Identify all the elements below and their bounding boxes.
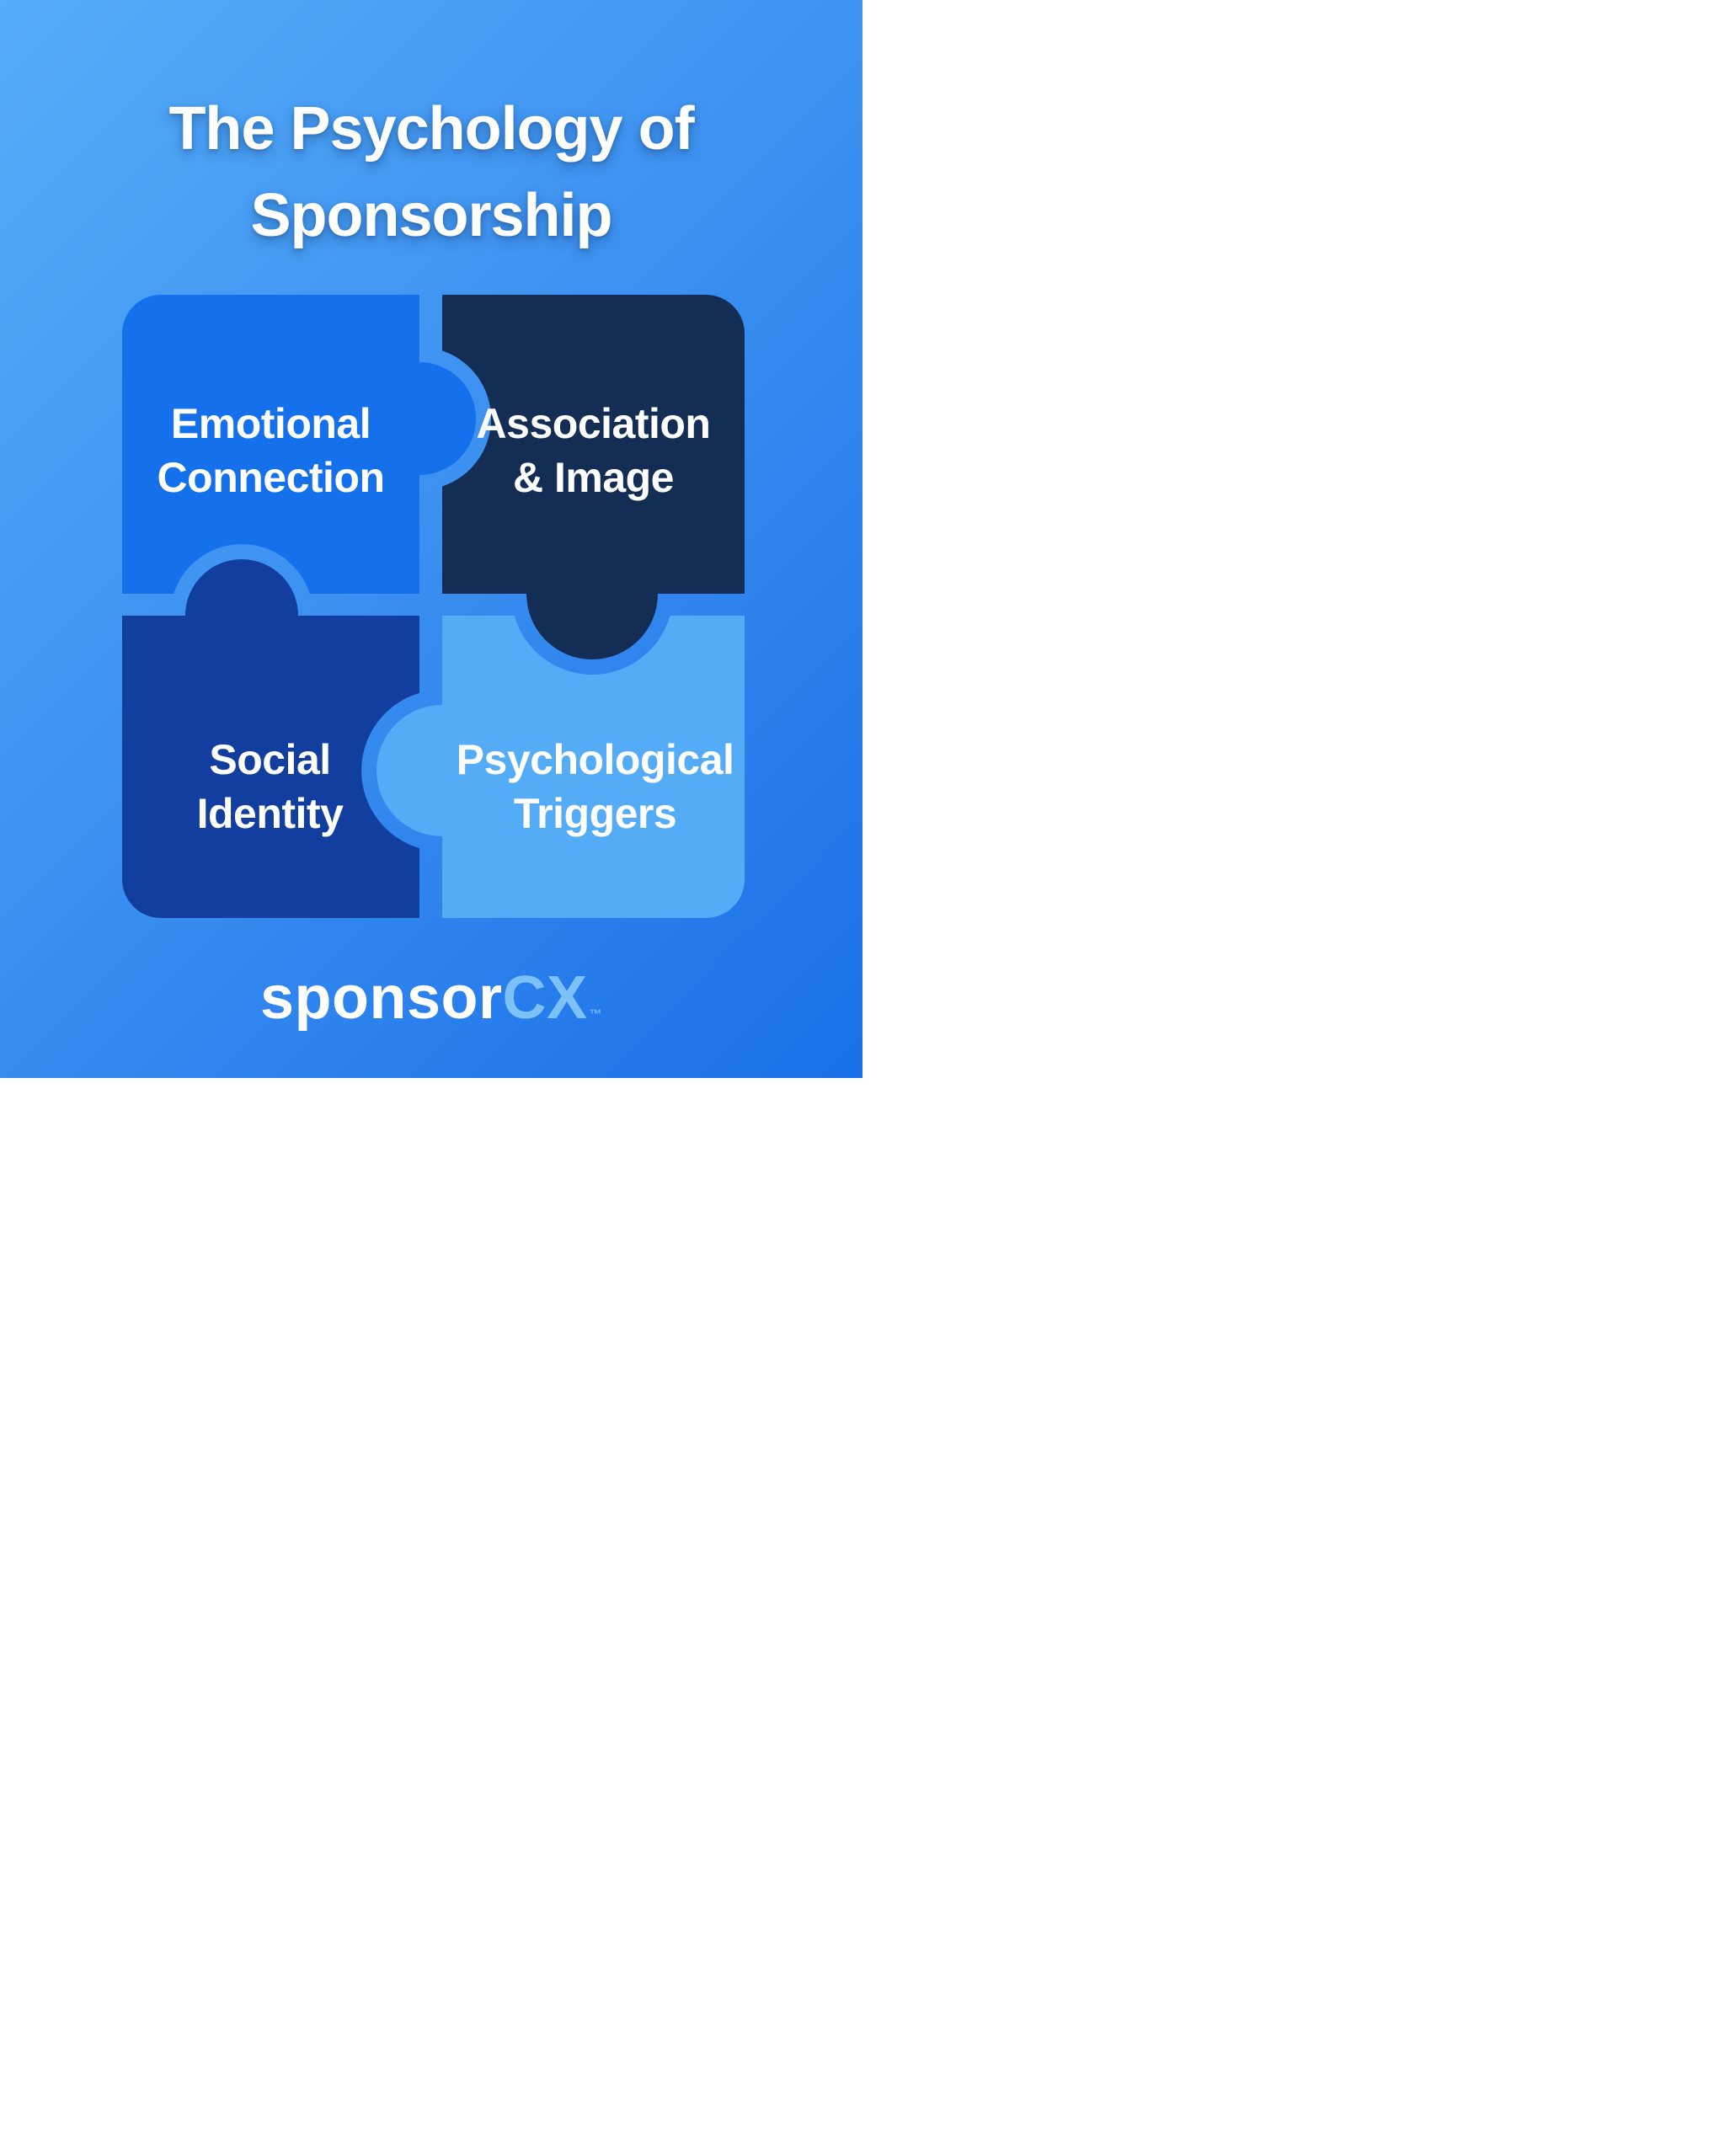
label-association-image: Association & Image: [477, 397, 711, 504]
puzzle-piece-psychological-triggers: [377, 616, 745, 918]
puzzle-piece-association-image: [442, 295, 745, 659]
label-line: & Image: [512, 454, 675, 502]
puzzle-piece-social-identity: [122, 559, 419, 918]
label-line: Social: [209, 736, 331, 784]
title-line-1: The Psychology of: [168, 94, 694, 163]
label-emotional-connection: Emotional Connection: [158, 397, 385, 504]
logo-sponsor-text: sponsor: [259, 964, 503, 1033]
label-line: Psychological: [456, 736, 734, 784]
label-line: Triggers: [513, 790, 677, 838]
title-line-2: Sponsorship: [250, 181, 612, 249]
label-line: Association: [476, 400, 711, 448]
page-title: The Psychology of Sponsorship: [0, 86, 862, 259]
logo-cx-text: CX: [502, 964, 588, 1033]
label-line: Connection: [157, 454, 385, 502]
poster-background: The Psychology of Sponsorship Emotional …: [0, 0, 862, 1078]
label-psychological-triggers: Psychological Triggers: [457, 733, 734, 841]
label-line: Identity: [196, 790, 344, 838]
trademark-symbol: ™: [589, 1007, 603, 1022]
label-social-identity: Social Identity: [197, 733, 344, 841]
puzzle-diagram: [122, 295, 745, 918]
label-line: Emotional: [170, 400, 371, 448]
puzzle-piece-emotional-connection: [122, 295, 476, 594]
